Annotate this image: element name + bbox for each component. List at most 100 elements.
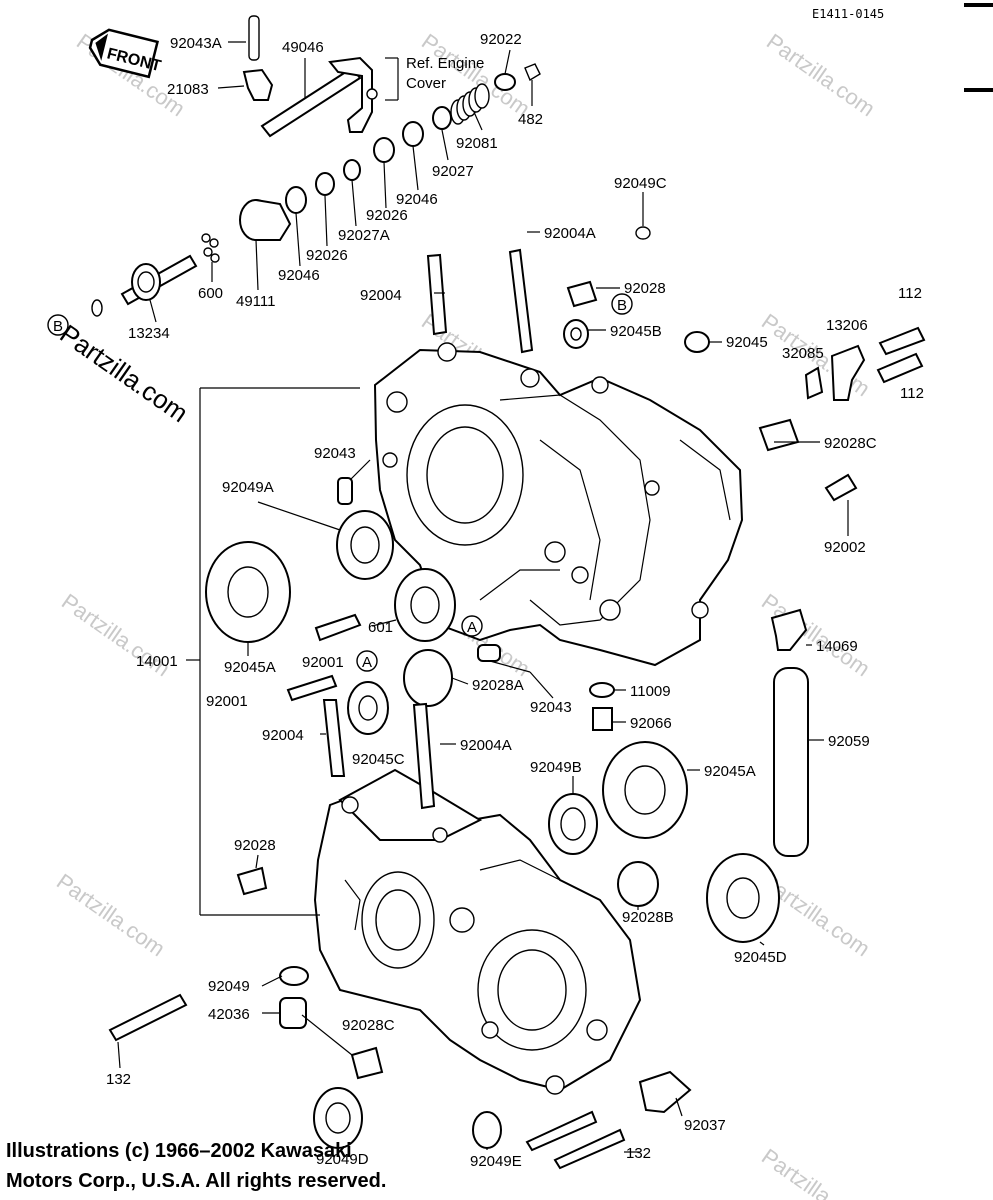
lever-21083: [242, 68, 274, 101]
part-label: 42036: [208, 1006, 250, 1023]
dowel-92028-low: [236, 866, 268, 896]
part-label: 49046: [282, 39, 324, 56]
part-label: 32085: [782, 345, 824, 362]
bolt-132b: [553, 1128, 626, 1170]
part-label: 92028B: [622, 909, 674, 926]
part-label: 92045: [726, 334, 768, 351]
washer-92022: [494, 73, 516, 91]
part-label: 92026: [366, 207, 408, 224]
part-label: 13206: [826, 317, 868, 334]
part-label: 92049D: [316, 1151, 369, 1168]
upper-crankcase-half: [373, 342, 744, 667]
part-label: 601: [368, 619, 393, 636]
part-label: 92001: [302, 654, 344, 671]
part-labels: 92043A 21083 49046 92022 482 92081 92027…: [106, 31, 924, 1170]
bearing-92046b: [285, 186, 307, 214]
lower-case-top-deck: [338, 768, 483, 841]
part-label: 92004A: [460, 737, 512, 754]
spring-92081: [450, 83, 490, 125]
part-label: 14069: [816, 638, 858, 655]
bracket-pin: [366, 88, 378, 100]
part-label: 92028: [234, 837, 276, 854]
part-label: 92046: [396, 191, 438, 208]
collar-92028b: [617, 861, 659, 907]
part-label: 92027: [432, 163, 474, 180]
stud-92004a-low: [412, 702, 436, 810]
marker-a-upper-letter: A: [467, 619, 477, 636]
bearing-92046a: [402, 121, 424, 147]
front-arrow-icon: FRONT: [88, 28, 163, 79]
shift-shaft-parts: [91, 15, 541, 317]
plate-13206: [830, 344, 866, 401]
guide-32085: [804, 366, 824, 400]
part-label: 92043: [314, 445, 356, 462]
part-label: 92004: [360, 287, 402, 304]
hose-92059: [773, 667, 809, 857]
copyright-notice: Illustrations (c) 1966–2002 Kawasaki Mot…: [6, 1136, 386, 1196]
bolt-92001b: [286, 674, 338, 702]
seal-92049: [279, 966, 309, 986]
bolt-mid: [525, 1110, 598, 1152]
bolt-112b: [876, 352, 924, 384]
copyright-line1: Illustrations (c) 1966–2002 Kawasaki: [6, 1140, 352, 1162]
part-label: 49111: [236, 293, 276, 310]
bearing-92045: [684, 331, 710, 353]
part-label: 92004: [262, 727, 304, 744]
part-label: 92059: [828, 733, 870, 750]
dowel-92043-low: [477, 644, 501, 662]
fitting-14069: [770, 608, 808, 651]
part-label: 92027A: [338, 227, 390, 244]
bolt-112a: [878, 326, 926, 356]
document-code: E1411-0145: [812, 7, 884, 21]
part-label: 92022: [480, 31, 522, 48]
watermark: Partzilla.com: [757, 1144, 874, 1200]
part-label: 92046: [278, 267, 320, 284]
washer-92027a: [315, 172, 335, 196]
part-label: 92002: [824, 539, 866, 556]
copyright-line2: Motors Corp., U.S.A. All rights reserved…: [6, 1170, 387, 1192]
ball-600: [201, 233, 211, 243]
part-label: 92081: [456, 135, 498, 152]
marker-b-right: [611, 293, 633, 315]
part-label: 92001: [206, 693, 248, 710]
bolt-92002: [824, 473, 858, 502]
part-label: 92045A: [704, 763, 756, 780]
watermark-dark: Partzilla.com: [55, 318, 194, 428]
ref-engine-cover-line2: Cover: [406, 75, 446, 92]
part-label: 92028C: [342, 1017, 395, 1034]
ball-600: [210, 253, 220, 263]
washer-92027: [432, 106, 452, 130]
right-side-parts: [426, 226, 926, 1170]
part-label: 92043: [530, 699, 572, 716]
gasket-11009: [589, 682, 615, 698]
part-label: 92049E: [470, 1153, 522, 1170]
part-label: 482: [518, 111, 543, 128]
dowel-92028c-low: [350, 1046, 384, 1080]
part-label: 92037: [684, 1117, 726, 1134]
part-label: 13234: [128, 325, 170, 342]
part-label: 92028C: [824, 435, 877, 452]
dowel-92043: [337, 477, 353, 505]
part-label: 92028: [624, 280, 666, 297]
part-label: 92045A: [224, 659, 276, 676]
collar-42036: [279, 997, 307, 1029]
shift-arm-bracket: [328, 56, 373, 133]
lower-crankcase-half: [313, 768, 642, 1095]
marker-b-left: [47, 314, 69, 336]
part-label: 600: [198, 285, 223, 302]
part-label: 132: [106, 1071, 131, 1088]
part-label: 92049B: [530, 759, 582, 776]
dowel-92028c-top: [758, 418, 800, 452]
marker-a-lower: [356, 650, 378, 672]
watermark: Partzilla.com: [52, 869, 169, 962]
collar-92028a: [403, 649, 453, 707]
stud-92004-top: [426, 253, 448, 336]
stud-92004-low: [322, 699, 346, 777]
part-label: 92049A: [222, 479, 274, 496]
stud-92004a-top: [508, 248, 534, 354]
plug-92066: [592, 707, 613, 731]
part-label: 132: [626, 1145, 651, 1162]
ring-b: [91, 299, 103, 317]
part-label: 92045B: [610, 323, 662, 340]
